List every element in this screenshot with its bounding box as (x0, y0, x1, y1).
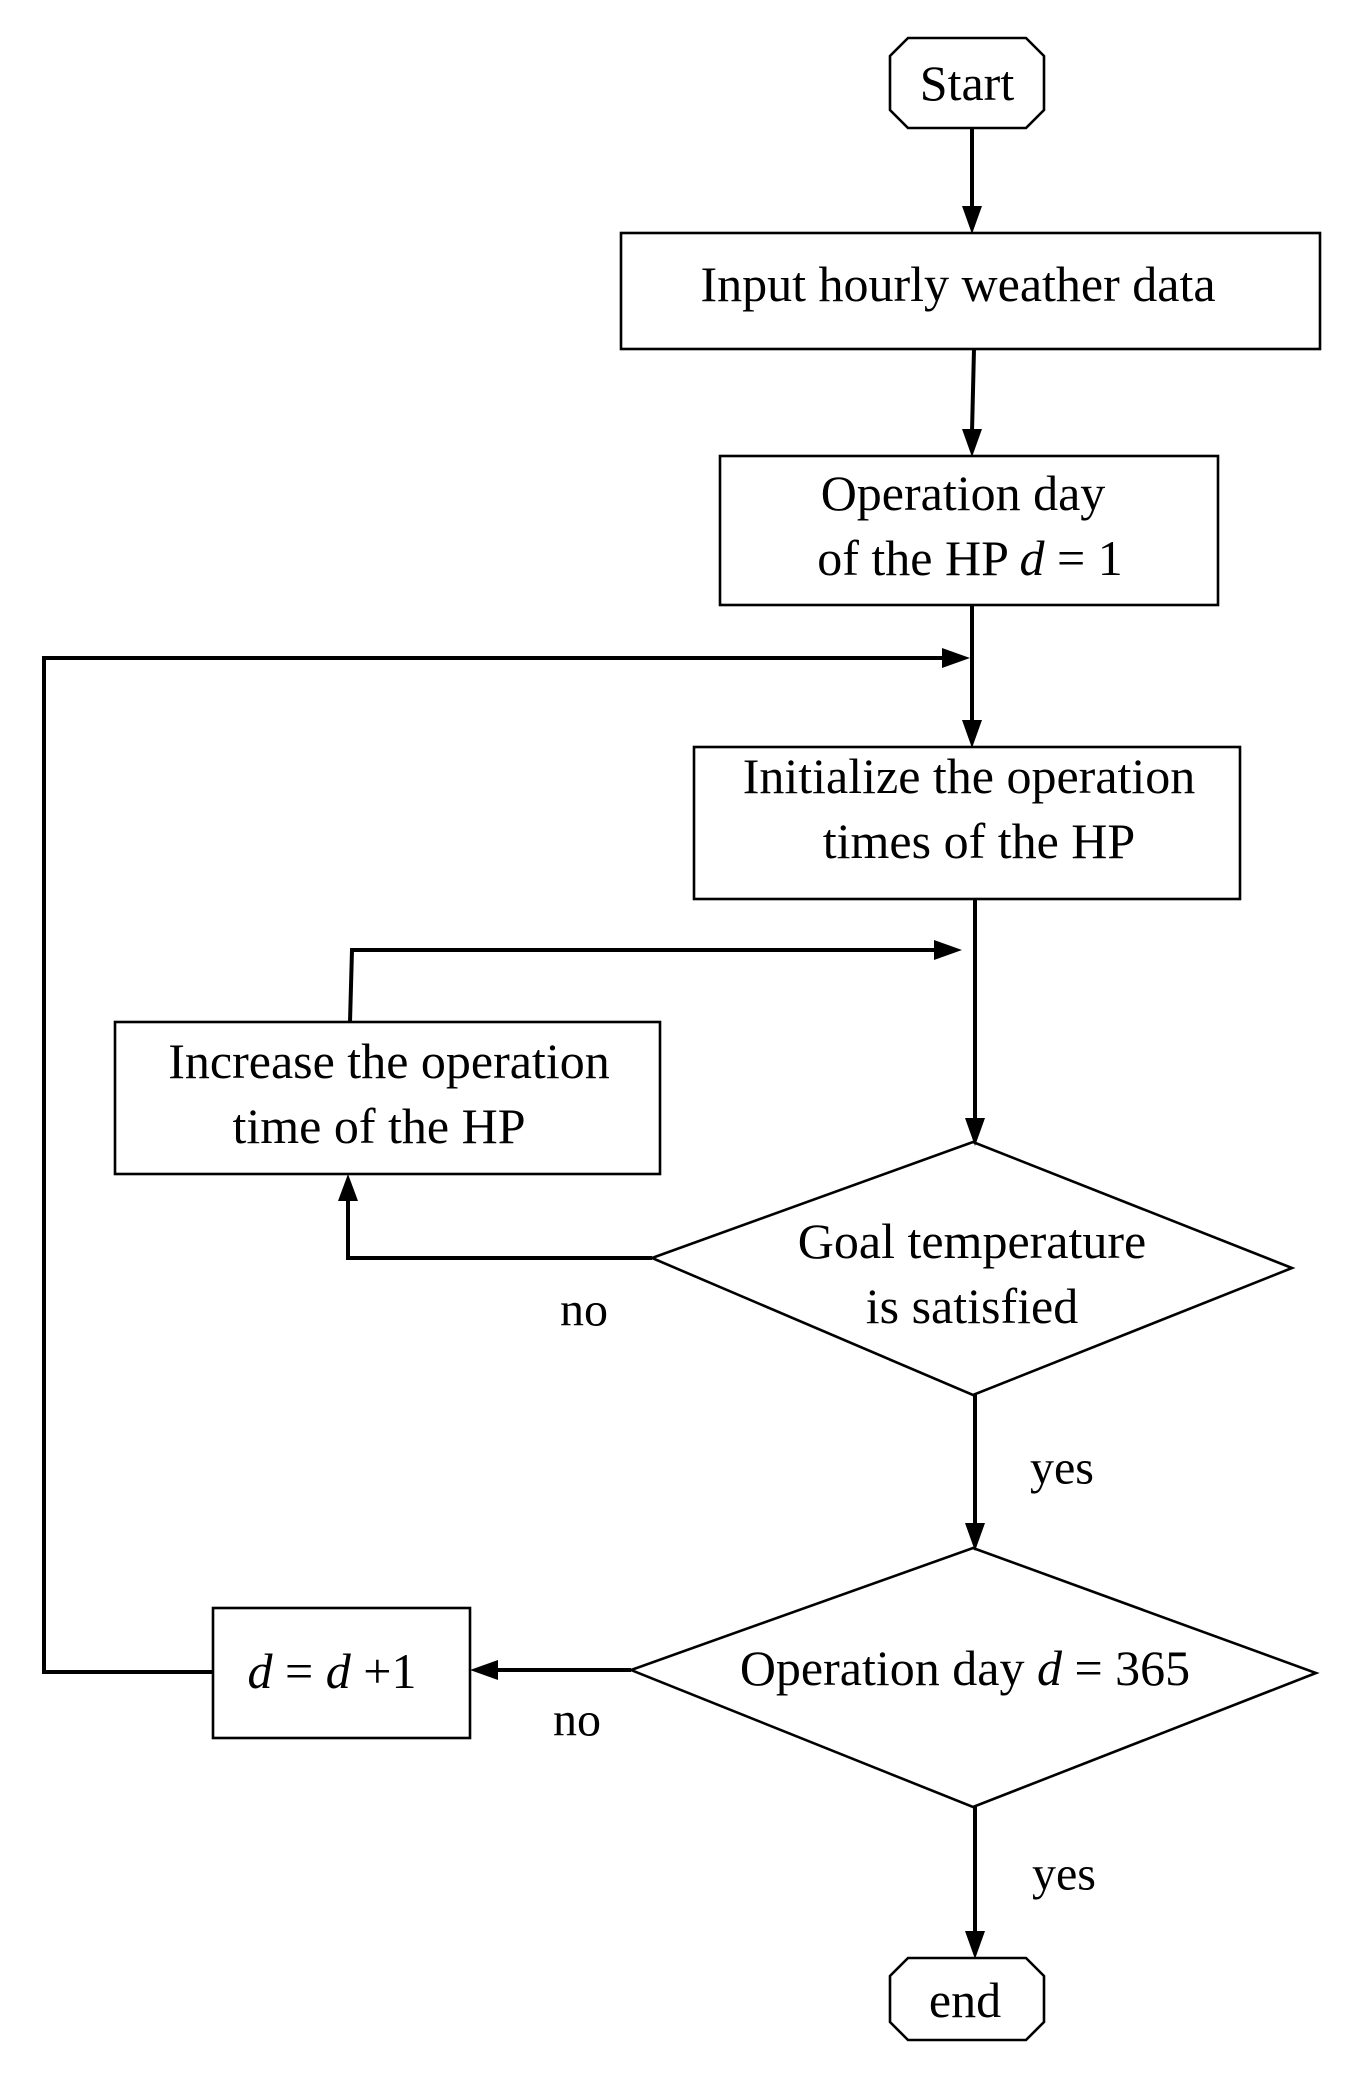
increment-eq: = (273, 1643, 326, 1699)
arrowhead-goal-yes (965, 1523, 985, 1551)
day-check-var: d (1037, 1640, 1063, 1696)
init-times-line1: Initialize the operation (743, 748, 1196, 804)
loop-increase-return (348, 948, 936, 1023)
arrowhead-inittimes-goal (965, 1118, 985, 1146)
increment-label: d = d +1 (248, 1643, 417, 1699)
label-goal-yes: yes (1030, 1442, 1094, 1495)
init-day-prefix: of the HP (817, 530, 1019, 586)
label-day-yes: yes (1032, 1848, 1096, 1901)
init-times-line2: times of the HP (823, 813, 1135, 869)
increment-var1: d (248, 1643, 274, 1699)
increase-time-box (113, 1020, 662, 1176)
loop-day-return (42, 656, 944, 1674)
day-check-suffix: = 365 (1062, 1640, 1190, 1696)
increase-time-line1: Increase the operation (168, 1033, 609, 1089)
init-day-line1: Operation day (821, 465, 1106, 521)
init-day-var: d (1020, 530, 1046, 586)
increment-plus: +1 (351, 1643, 417, 1699)
init-day-suffix: = 1 (1045, 530, 1123, 586)
arrowhead-input-initday (962, 429, 982, 457)
init-times-box (692, 745, 1242, 901)
day-check-label: Operation day d = 365 (740, 1640, 1190, 1696)
day-check-prefix: Operation day (740, 1640, 1037, 1696)
start-terminal (888, 36, 1046, 130)
increment-var2: d (326, 1643, 352, 1699)
init-day-line2: of the HP d = 1 (817, 530, 1123, 586)
arrowhead-day-return (942, 648, 970, 668)
end-terminal (888, 1956, 1046, 2042)
connector-input-initday (970, 348, 976, 433)
goal-check-line2: is satisfied (866, 1278, 1078, 1334)
arrowhead-day-yes (965, 1931, 985, 1959)
arrowhead-start-input (962, 206, 982, 234)
arrowhead-increase-return (934, 940, 962, 960)
init-day-box (718, 454, 1220, 607)
input-weather-box (619, 231, 1322, 351)
increment-box (211, 1606, 472, 1740)
arrowhead-goal-no (338, 1174, 358, 1201)
label-goal-no: no (560, 1284, 608, 1337)
goal-check-line1: Goal temperature (798, 1213, 1146, 1269)
end-label: end (929, 1972, 1001, 2028)
input-weather-label: Input hourly weather data (700, 256, 1215, 312)
start-label: Start (920, 55, 1015, 111)
arrowhead-day-no (470, 1660, 498, 1680)
connector-goal-no (346, 1200, 652, 1260)
arrowhead-initday-inittimes (962, 720, 982, 748)
label-day-no: no (553, 1694, 601, 1747)
increase-time-line2: time of the HP (232, 1098, 525, 1154)
